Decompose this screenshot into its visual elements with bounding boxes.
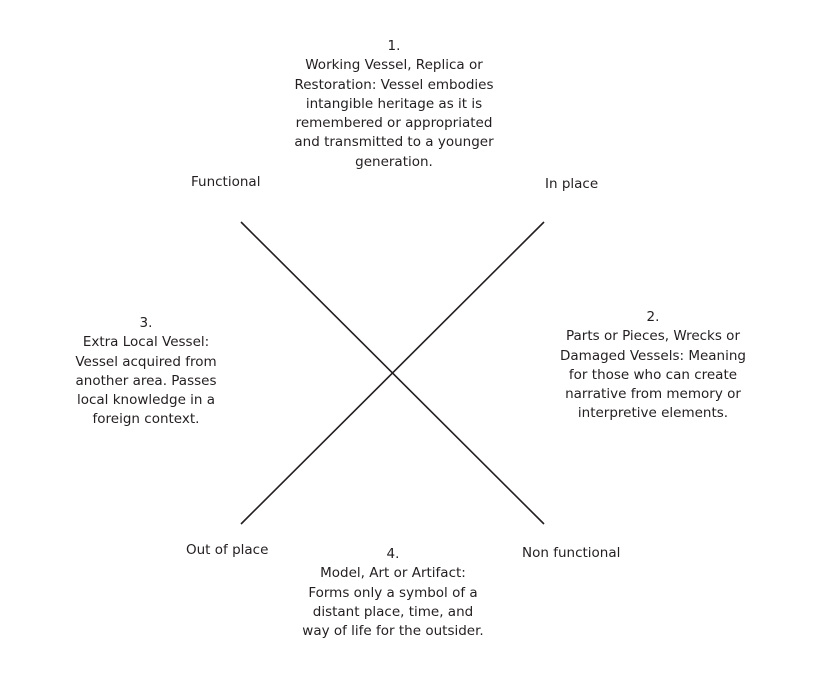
quadrant-1-line: remembered or appropriated [295,115,493,132]
axis-label-in-place: In place [545,176,599,192]
quadrant-3-line: another area. Passes [75,372,217,389]
quadrant-2-line: for those who can create [568,366,738,383]
quadrant-1-text: 1. Working Vessel, Replica or Restoratio… [282,37,506,172]
quadrant-2-line: interpretive elements. [577,405,729,422]
axis-out-of-place-to-in-place [240,221,545,525]
quadrant-1-line: Working Vessel, Replica or [305,57,483,74]
quadrant-4-number: 4. [386,546,400,562]
quadrant-3-line: foreign context. [92,411,200,428]
quadrant-3-line: Vessel acquired from [75,353,217,370]
quadrant-4-text: 4. Model, Art or Artifact: Forms only a … [288,545,498,641]
quadrant-1-line: and transmitted to a younger [294,134,494,151]
quadrant-2-line: Parts or Pieces, Wrecks or [566,328,740,345]
quadrant-4-line: distant place, time, and [312,603,474,620]
quadrant-1-line: Restoration: Vessel embodies [294,76,494,93]
quadrant-3-number: 3. [139,315,153,331]
quadrant-3-line: Extra Local Vessel: [82,334,210,351]
quadrant-4-line: way of life for the outsider. [302,623,484,640]
axis-label-non-functional: Non functional [522,545,621,561]
axis-label-out-of-place: Out of place [186,542,269,558]
quadrant-2-number: 2. [646,309,660,325]
quadrant-1-number: 1. [387,38,401,54]
quadrant-4-line: Model, Art or Artifact: [320,565,466,582]
quadrant-3-text: 3. Extra Local Vessel: Vessel acquired f… [60,314,232,430]
axis-label-functional: Functional [191,174,261,190]
quadrant-1-line: generation. [355,153,433,170]
quadrant-4-line: Forms only a symbol of a [308,584,478,601]
quadrant-2-line: Damaged Vessels: Meaning [560,347,746,364]
quadrant-2-text: 2. Parts or Pieces, Wrecks or Damaged Ve… [546,308,760,424]
quadrant-3-line: local knowledge in a [76,392,216,409]
quadrant-2-line: narrative from memory or [565,386,741,403]
quadrant-1-line: intangible heritage as it is [305,95,483,112]
